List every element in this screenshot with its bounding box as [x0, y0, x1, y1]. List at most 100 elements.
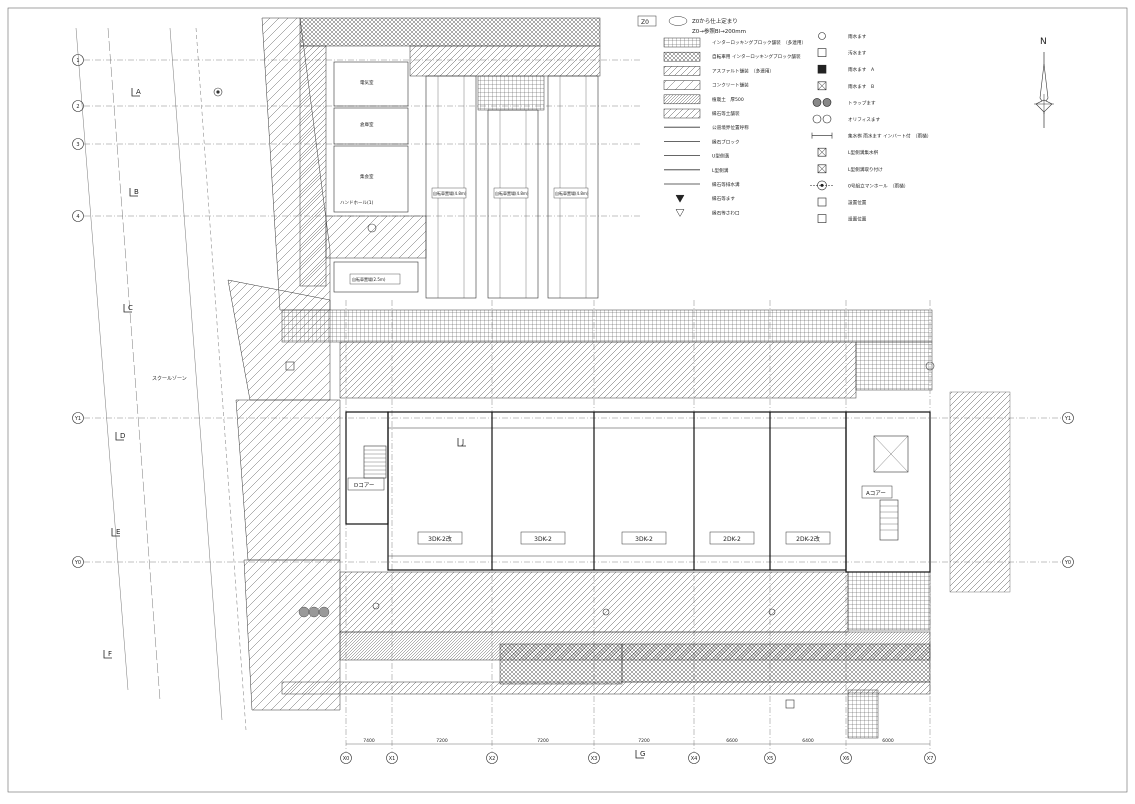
small-rooms: 電気室 倉庫室 集会室 ハンドホール(1) — [333, 61, 409, 213]
legend-left-label: 縁石等排水溝 — [712, 181, 740, 188]
parking-label-4: 自転車置場(2.5ｍ) — [352, 276, 386, 282]
legend-right-label: 集水桝 雨水ます インバート付 （雨樋） — [848, 133, 931, 140]
section-marker-label: G — [640, 750, 645, 758]
dwelling-unit-label: 2DK-2 — [723, 536, 741, 543]
north-label: N — [1040, 37, 1047, 47]
legend-left-label: コンクリート舗装 — [712, 82, 749, 89]
legend-right-label: 雨水ます B — [848, 83, 874, 90]
legend-right-label: L型側溝集水桝 — [848, 149, 879, 156]
school-zone-label: スクールゾーン — [152, 376, 187, 382]
legend-left-item: 縁石等土舗装 — [663, 108, 740, 119]
legend-block: Z0 Z0から仕上定まり Z0→参照Bl→200mm インターロッキングブロック… — [637, 15, 931, 223]
drawing-frame — [7, 7, 1128, 793]
grid-row-label: Y1 — [74, 416, 81, 422]
legend-left-item: 自転車用 インターロッキングブロック舗装 — [663, 51, 801, 62]
section-marker: C — [123, 304, 133, 313]
legend-left-column: インターロッキングブロック舗装 （多連用） 自転車用 インターロッキングブロック舗… — [663, 37, 806, 217]
legend-note-line2: Z0→参照Bl→200mm — [692, 27, 746, 35]
legend-left-item: アスファルト舗装 （多連用） — [663, 66, 774, 76]
legend-right-label: L型側溝取り付け — [848, 166, 883, 173]
road-boundary: スクールゾーン — [75, 27, 247, 731]
parking-label-3: 自転車置場(4.8ｍ) — [555, 190, 589, 196]
dwelling-unit-label: 3DK-2 — [534, 536, 552, 543]
dwelling-unit: 3DK-2 — [520, 531, 566, 545]
section-marker: D — [115, 432, 125, 441]
grid-row: Y1 Y1 — [72, 412, 1074, 424]
legend-right-label: 雨水ます — [848, 33, 867, 40]
legend-right-label: トラップます — [848, 99, 876, 106]
legend-right-label: 設置位置 — [848, 216, 867, 223]
grid-col-label: X3 — [591, 756, 598, 762]
grid-row-label: 3 — [76, 142, 79, 148]
grid-row-label: 4 — [76, 214, 79, 220]
legend-left-label: 公道境界位置呼称 — [712, 124, 749, 131]
dwelling-unit: 2DK-2 — [709, 531, 755, 545]
grid-row-label-right: Y0 — [1064, 560, 1071, 566]
dwelling-unit: 3DK-2 — [621, 531, 667, 545]
legend-right-item: 汚水ます — [817, 48, 867, 57]
bottom-dimension-value: 7200 — [436, 738, 448, 744]
grid-col-label: X6 — [843, 756, 850, 762]
legend-right-item: 集水桝 雨水ます インバート付 （雨樋） — [811, 132, 931, 140]
bicycle-parking: 自転車置場(4.8ｍ) 自転車置場(4.8ｍ) 自転車置場(4.8ｍ) 自転車置… — [333, 75, 599, 299]
section-marker-label: B — [134, 188, 139, 196]
legend-left-label: L型側溝 — [712, 167, 729, 174]
parking-label-2: 自転車置場(4.8ｍ) — [495, 190, 529, 196]
dwelling-unit-label: 3DK-2改 — [428, 535, 452, 543]
core-a-label: Aコアー — [866, 490, 886, 497]
grid-col: X0 — [340, 300, 352, 764]
legend-right-item: L型側溝取り付け — [817, 164, 883, 174]
legend-left-label: 縁石ブロック — [712, 138, 740, 145]
legend-right-item: 雨水ます B — [817, 81, 874, 91]
section-marker: A — [131, 88, 141, 97]
legend-right-label: 設置位置 — [848, 199, 867, 206]
grid-col-label: X2 — [489, 756, 496, 762]
hatched-zones — [227, 17, 1011, 739]
dwelling-unit: 2DK-2改 — [785, 531, 831, 545]
legend-left-item: U型側溝 — [664, 153, 730, 160]
section-marker-label: A — [136, 88, 141, 96]
legend-right-item: 設置位置 — [817, 197, 867, 207]
fixtures — [213, 87, 935, 709]
bottom-dimension-value: 6600 — [726, 738, 738, 744]
legend-left-label: 植栽土 厚500 — [712, 96, 744, 103]
dwelling-unit-labels: 3DK-2改 3DK-2 3DK-2 2DK-2 2DK-2改 — [417, 531, 831, 545]
legend-right-item: トラップます — [812, 98, 876, 107]
room-electric: 電気室 — [360, 79, 374, 86]
dwelling-unit: 3DK-2改 — [417, 531, 463, 545]
section-marker-label: J — [461, 438, 464, 446]
section-marker-label: C — [128, 304, 133, 312]
legend-left-label: インターロッキングブロック舗装 （多連用） — [712, 39, 806, 46]
section-marker-label: D — [120, 432, 125, 440]
bottom-dimension-value: 7400 — [363, 738, 375, 744]
dwelling-unit-label: 2DK-2改 — [796, 535, 820, 543]
legend-right-item: 0号組立マンホール （雨樋） — [810, 180, 908, 191]
grid-col-label: X4 — [691, 756, 698, 762]
legend-right-item: L型側溝集水桝 — [817, 147, 879, 157]
grid-row-label-right: Y1 — [1064, 416, 1071, 422]
legend-right-label: 0号組立マンホール （雨樋） — [848, 182, 908, 189]
parking-label-1: 自転車置場(4.8ｍ) — [433, 190, 467, 196]
dwelling-unit-label: 3DK-2 — [635, 536, 653, 543]
legend-right-label: オリフィスます — [848, 116, 880, 123]
handhole-label: ハンドホール(1) — [340, 200, 374, 206]
legend-left-label: 自転車用 インターロッキングブロック舗装 — [712, 53, 801, 60]
grid-col: X1 — [386, 300, 398, 764]
legend-right-item: 雨水ます A — [817, 64, 875, 74]
bottom-dimension-value: 7200 — [537, 738, 549, 744]
legend-left-item: 縁石等さわ口 — [675, 209, 740, 217]
bottom-dimension-value: 6400 — [802, 738, 814, 744]
legend-left-label: U型側溝 — [712, 153, 730, 160]
legend-right-item: 雨水ます — [818, 32, 867, 40]
legend-right-item: 設置位置 — [817, 214, 867, 223]
grid-col-label: X1 — [389, 756, 396, 762]
legend-note-line1: Z0から仕上定まり — [692, 17, 738, 25]
bottom-dimension-value: 6000 — [882, 738, 894, 744]
legend-left-item: コンクリート舗装 — [663, 80, 749, 90]
